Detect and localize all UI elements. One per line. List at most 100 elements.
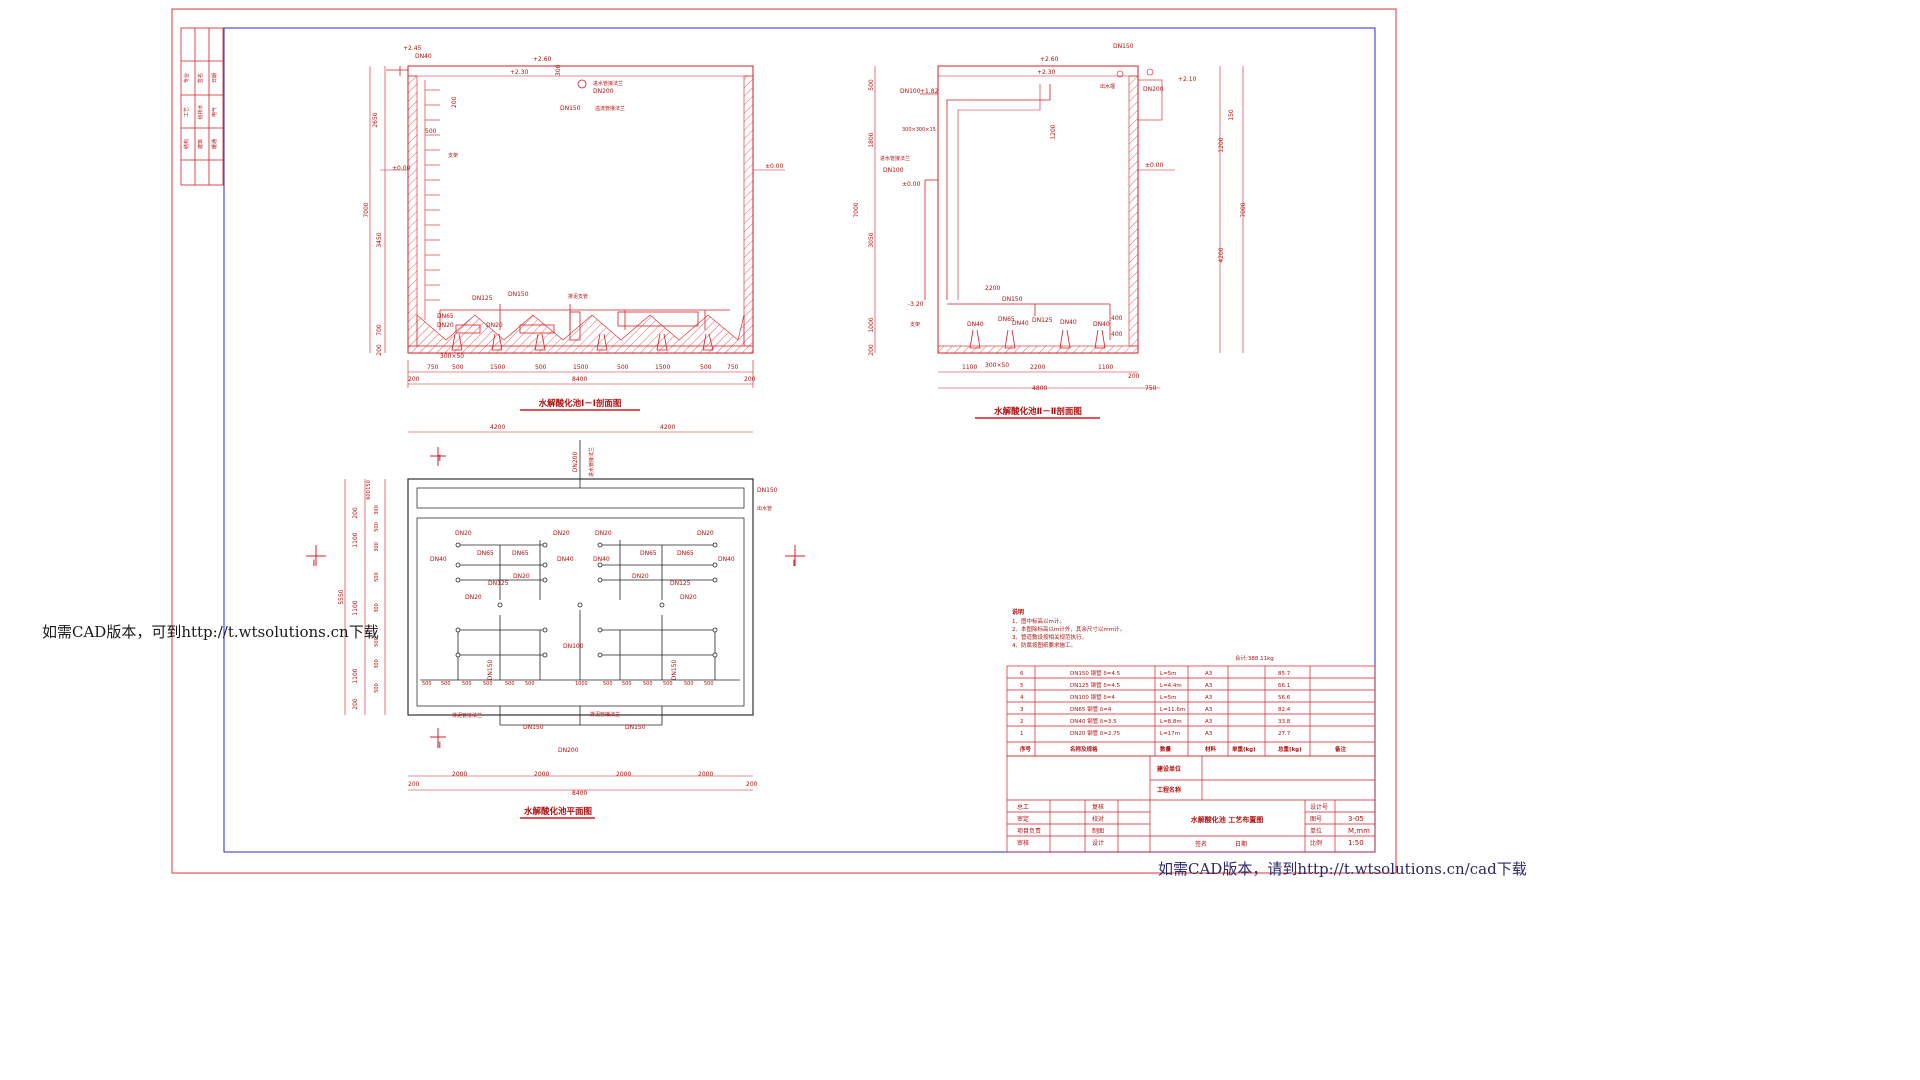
pipe-label: DN40: [557, 556, 574, 563]
view-title: 水解酸化池平面图: [523, 806, 592, 817]
info-label: 图号: [1310, 816, 1322, 823]
pipe-label: DN20: [437, 322, 454, 329]
annotation-label: 排泥管接法兰: [590, 711, 620, 718]
dimension-label: 750: [427, 364, 439, 371]
bom-cell: A3: [1205, 671, 1213, 677]
pipe-label: DN150: [487, 660, 494, 681]
dimension-label: 1200: [1218, 137, 1225, 152]
pipe-label: DN20: [513, 573, 530, 580]
bom-cell: 33.8: [1278, 719, 1291, 725]
dimension-label: 600: [366, 490, 372, 500]
pipe-label: DN40: [1060, 319, 1077, 326]
dimension-label: 200: [1128, 373, 1140, 380]
pipe-label: DN150: [1113, 43, 1134, 50]
drawing-title: 水解酸化池 工艺布置图: [1191, 815, 1263, 824]
pipe-label: DN150: [560, 105, 581, 112]
elevation-label: +2.60: [533, 56, 552, 63]
dimension-label: 200: [352, 698, 359, 710]
annotation-label: 300×300×15: [902, 127, 936, 133]
dimension-label: 200: [868, 344, 875, 356]
dimension-label: 8400: [572, 790, 587, 797]
bom-cell: 27.7: [1278, 731, 1291, 737]
dimension-label: 2000: [452, 771, 467, 778]
pipe-label: DN150: [523, 724, 544, 731]
annotation-label: 出水管: [757, 505, 772, 512]
bom-cell: 3: [1020, 707, 1024, 713]
pipe-label: DN65: [512, 550, 529, 557]
dimension-label: 150: [1228, 109, 1235, 121]
dimension-label: 3050: [868, 232, 875, 247]
pipe-label: DN40: [593, 556, 610, 563]
sidebar-label: 给排水: [197, 104, 204, 119]
dimension-label: 150: [366, 480, 372, 490]
dimension-label: 500: [535, 364, 547, 371]
bom-cell: L=8.8m: [1160, 719, 1182, 725]
pipe-label: DN200: [593, 88, 614, 95]
sidebar-label: 电气: [211, 107, 218, 117]
pipe-label: DN150: [757, 487, 778, 494]
elevation-label: +1.82: [920, 88, 939, 95]
bom-cell: 66.1: [1278, 683, 1290, 689]
pipe-label: DN20: [465, 594, 482, 601]
dimension-label: 500: [422, 681, 432, 687]
pipe-label: DN125: [488, 580, 509, 587]
bom-cell: DN125 钢管 δ=4.5: [1070, 681, 1121, 689]
bom-cell: L=4.4m: [1160, 683, 1182, 689]
annotation-label: 支架: [910, 321, 920, 328]
dimension-label: 750: [727, 364, 739, 371]
sidebar-label: 签名: [197, 73, 204, 83]
dimension-label: 500: [462, 681, 472, 687]
bom-cell: A3: [1205, 683, 1213, 689]
bom-cell: 2: [1020, 719, 1024, 725]
sidebar-label: 日期: [212, 73, 218, 83]
dimension-label: 200: [408, 781, 420, 788]
elevation-label: +2.30: [510, 69, 529, 76]
bom-cell: DN100 钢管 δ=4: [1070, 693, 1115, 701]
bom-cell: DN40 钢管 δ=3.5: [1070, 717, 1117, 725]
bom-cell: L=5m: [1160, 671, 1177, 677]
dimension-label: 300: [374, 505, 380, 515]
bom-cell: 4: [1020, 695, 1024, 701]
watermark-right: 如需CAD版本，请到http://t.wtsolutions.cn/cad下载: [1158, 860, 1527, 878]
notes-total: 合计:388.11kg: [1235, 654, 1274, 662]
bom-header-cell: 单重(kg): [1232, 745, 1256, 753]
dimension-label: 1200: [1050, 124, 1057, 139]
dimension-label: 1800: [868, 132, 875, 147]
pipe-label: DN100: [900, 88, 921, 95]
sidebar-label: 专业: [183, 73, 190, 83]
dimension-label: 500: [374, 522, 380, 532]
dimension-label: 4200: [1218, 247, 1225, 262]
dimension-label: 200: [408, 376, 420, 383]
pipe-label: DN40: [718, 556, 735, 563]
bom-cell: A3: [1205, 719, 1213, 725]
sidebar-signoff-table: [180, 27, 224, 186]
dimension-label: 1100: [352, 668, 359, 683]
bom-cell: L=17m: [1160, 731, 1180, 737]
dimension-label: 200: [352, 507, 359, 519]
section-1-1-view: [369, 65, 785, 411]
section-mark: Ⅱ: [437, 741, 441, 751]
pipe-label: DN150: [508, 291, 529, 298]
bom-cell: 82.4: [1278, 707, 1291, 713]
bom-cell: DN65 钢管 δ=4: [1070, 705, 1112, 713]
annotation-label: 排泥管接法兰: [452, 712, 482, 719]
bom-header-cell: 名称及规格: [1070, 745, 1098, 753]
elevation-label: +2.60: [1040, 56, 1059, 63]
section-mark: Ⅰ: [313, 559, 316, 569]
pipe-label: DN20: [632, 573, 649, 580]
dimension-label: 1100: [1098, 364, 1113, 371]
pipe-label: 400: [1111, 315, 1123, 322]
dimension-label: 500: [663, 681, 673, 687]
pipe-label: DN65: [477, 550, 494, 557]
bom-cell: 5: [1020, 683, 1024, 689]
bom-cell: L=11.6m: [1160, 707, 1185, 713]
bom-header-cell: 序号: [1019, 745, 1032, 753]
elevation-label: ±0.00: [902, 181, 921, 188]
dimension-label: 300: [374, 659, 380, 669]
sidebar-label: 暖通: [211, 139, 218, 149]
dimension-label: 500: [868, 79, 875, 91]
pipe-label: DN125: [670, 580, 691, 587]
dimension-label: 300: [374, 603, 380, 613]
dimension-label: 500: [374, 572, 380, 582]
